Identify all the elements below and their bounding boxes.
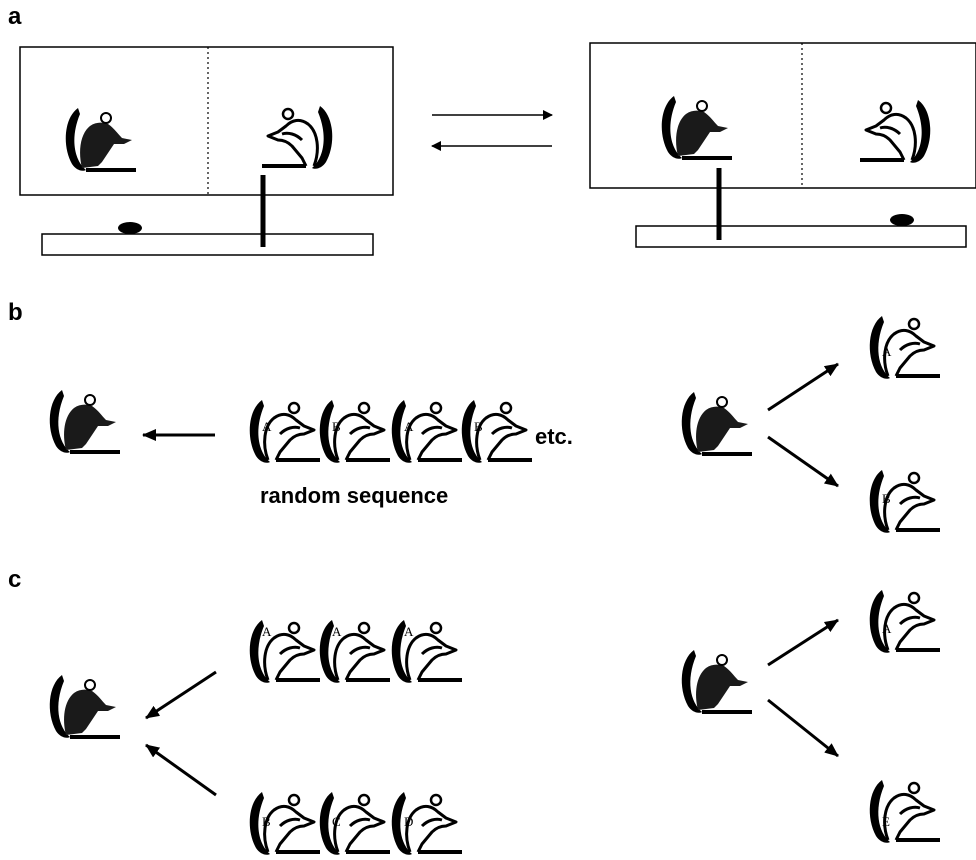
reversal-arrows <box>431 110 553 151</box>
subject-rat-icon <box>679 648 754 715</box>
apparatus-left <box>19 46 394 256</box>
panel-b-label: b <box>8 299 23 326</box>
stimulus-letter: A <box>404 624 414 639</box>
stimulus-rat-icon <box>247 790 322 857</box>
apparatus-right <box>589 42 976 248</box>
subject-rat-icon <box>659 94 734 161</box>
subject-rat-icon <box>63 106 138 173</box>
stimulus-rat-icon <box>389 618 464 685</box>
stimulus-letter: A <box>882 344 892 359</box>
stimulus-letter: A <box>262 419 272 434</box>
stimulus-letter: A <box>262 624 272 639</box>
stimulus-letter: A <box>404 419 414 434</box>
stimulus-letter: A <box>882 621 892 636</box>
stimulus-rat-icon <box>867 468 942 535</box>
stimulus-letter: B <box>882 491 891 506</box>
stimulus-rat-icon <box>247 398 322 465</box>
subject-rat-icon <box>47 673 122 740</box>
stimulus-sequence: A B A B <box>247 398 534 465</box>
stimulus-row-top: A A A <box>247 618 464 685</box>
food-pellet-icon <box>118 222 142 234</box>
panel-c-label: c <box>8 566 21 593</box>
stimulus-rat-icon <box>247 618 322 685</box>
panel-b-right: A B <box>679 314 942 535</box>
stimulus-rat-icon <box>867 588 942 655</box>
stimulus-rat-icon <box>317 398 392 465</box>
stimulus-rat-icon <box>262 106 332 169</box>
stimulus-letter: E <box>882 814 890 829</box>
stimulus-letter: B <box>332 419 341 434</box>
panel-c-left: A A A B C D <box>47 618 464 857</box>
stimulus-letter: C <box>332 814 341 829</box>
stimulus-letter: A <box>332 624 342 639</box>
panel-c-right: A E <box>679 588 942 845</box>
stimulus-letter: D <box>404 814 413 829</box>
stimulus-rat-icon <box>389 790 464 857</box>
panel-b-left: A B A B etc. random sequence <box>47 388 573 508</box>
panel-a-label: a <box>8 3 22 30</box>
subject-rat-icon <box>679 390 754 457</box>
stimulus-rat-icon <box>317 790 392 857</box>
subject-rat-icon <box>47 388 122 455</box>
stimulus-rat-icon <box>867 314 942 381</box>
stimulus-rat-icon <box>860 100 930 163</box>
stimulus-rat-icon <box>867 778 942 845</box>
stimulus-rat-icon <box>389 398 464 465</box>
etc-label: etc. <box>535 424 573 449</box>
stimulus-rat-icon <box>317 618 392 685</box>
stimulus-letter: B <box>474 419 483 434</box>
stimulus-letter: B <box>262 814 271 829</box>
random-sequence-caption: random sequence <box>260 483 448 508</box>
stimulus-rat-icon <box>459 398 534 465</box>
stimulus-row-bottom: B C D <box>247 790 464 857</box>
food-pellet-icon <box>890 214 914 226</box>
